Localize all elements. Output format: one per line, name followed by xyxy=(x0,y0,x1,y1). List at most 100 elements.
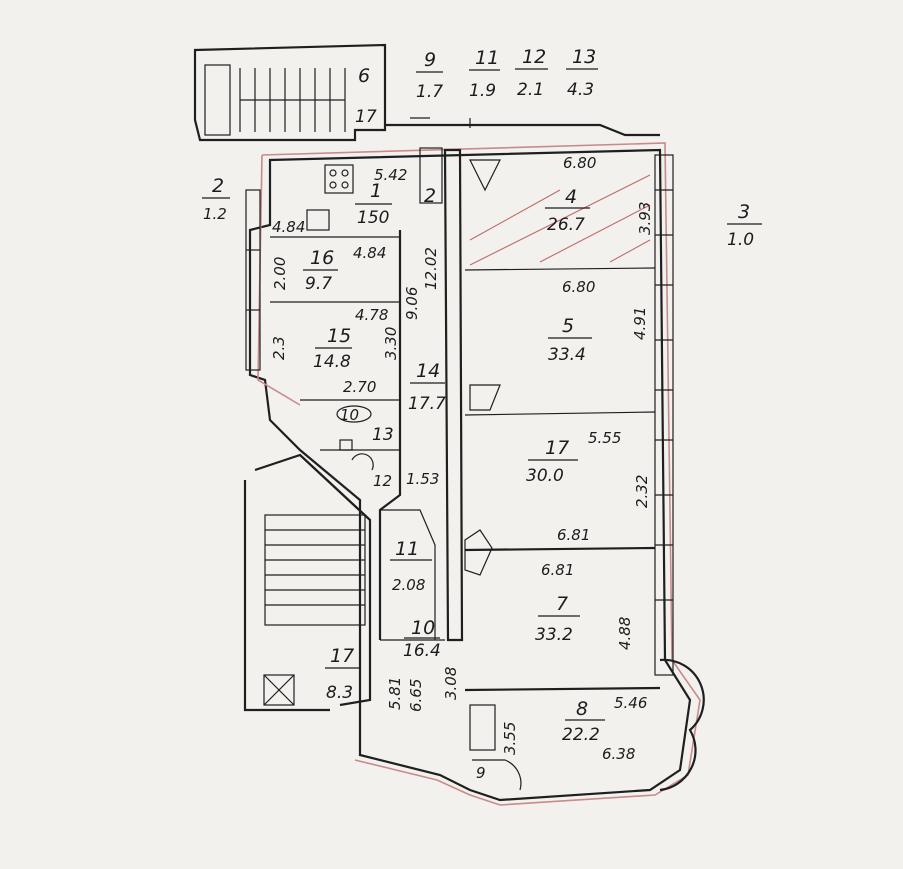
svg-text:33.2: 33.2 xyxy=(535,625,573,645)
room-2-label: 2 xyxy=(424,185,436,207)
dim-6-80-top: 6.80 xyxy=(563,154,596,172)
svg-text:4: 4 xyxy=(565,186,577,208)
room-17b-label: 17 8.3 xyxy=(325,645,360,703)
room-17a-label: 17 30.0 xyxy=(526,437,578,486)
dim-2-3: 2.3 xyxy=(270,336,288,360)
dim-5-46: 5.46 xyxy=(614,694,647,712)
dim-5-81: 5.81 xyxy=(386,677,404,710)
svg-text:2: 2 xyxy=(212,175,224,197)
hatched-room-4 xyxy=(469,174,651,266)
dim-3-93: 3.93 xyxy=(636,202,654,235)
dim-6-38: 6.38 xyxy=(602,745,635,763)
svg-text:9: 9 xyxy=(424,49,436,71)
svg-text:8.3: 8.3 xyxy=(326,683,353,703)
svg-text:13: 13 xyxy=(572,46,596,68)
outside-label-top-12: 12 2.1 xyxy=(515,46,548,100)
dim-4-88: 4.88 xyxy=(616,617,634,650)
room-4-label: 4 26.7 xyxy=(545,186,590,235)
small-label-9: 9 xyxy=(476,764,486,782)
dim-6-80-mid: 6.80 xyxy=(562,278,595,296)
svg-text:16.4: 16.4 xyxy=(403,641,441,661)
dim-2-32: 2.32 xyxy=(633,475,651,508)
dim-4-78: 4.78 xyxy=(355,306,388,324)
outer-walls xyxy=(248,142,701,806)
svg-text:9.7: 9.7 xyxy=(305,274,332,294)
room-6-label: 6 17 xyxy=(355,65,377,127)
dim-6-65: 6.65 xyxy=(407,679,425,712)
room-15-label: 15 14.8 xyxy=(313,325,352,372)
outside-label-top-9: 9 1.7 xyxy=(416,49,443,102)
fixtures xyxy=(306,147,705,792)
svg-text:17: 17 xyxy=(355,107,377,127)
top-strip xyxy=(385,117,660,137)
svg-text:3: 3 xyxy=(738,201,750,223)
svg-text:14: 14 xyxy=(416,360,440,382)
dim-12-02: 12.02 xyxy=(422,247,440,290)
svg-text:22.2: 22.2 xyxy=(562,725,600,745)
room-11-label: 11 2.08 xyxy=(390,538,432,594)
right-windows xyxy=(654,154,674,676)
small-label-13: 13 xyxy=(372,425,394,445)
room-10-label: 10 16.4 xyxy=(403,617,441,661)
bottom-staircase xyxy=(243,453,371,712)
outside-label-right-3: 3 1.0 xyxy=(727,201,762,250)
svg-text:17: 17 xyxy=(330,645,354,667)
svg-text:2.1: 2.1 xyxy=(517,80,544,100)
svg-text:1.9: 1.9 xyxy=(469,81,496,101)
outside-label-top-13: 13 4.3 xyxy=(566,46,598,100)
outside-label-left-2: 2 1.2 xyxy=(202,175,230,223)
svg-text:33.4: 33.4 xyxy=(548,345,586,365)
svg-text:6: 6 xyxy=(358,65,370,87)
dim-2-70: 2.70 xyxy=(343,378,376,396)
svg-text:12: 12 xyxy=(522,46,546,68)
dim-4-84-b: 4.84 xyxy=(353,244,386,262)
svg-text:2.08: 2.08 xyxy=(392,576,425,594)
dim-6-81-b: 6.81 xyxy=(541,561,574,579)
svg-text:5: 5 xyxy=(562,315,574,337)
svg-text:150: 150 xyxy=(357,208,389,228)
svg-text:17.7: 17.7 xyxy=(408,394,446,414)
dim-4-84-a: 4.84 xyxy=(272,218,305,236)
room-7-label: 7 33.2 xyxy=(535,593,580,645)
outside-label-top-11: 11 1.9 xyxy=(469,47,500,101)
small-label-10-ring xyxy=(336,405,372,423)
dim-3-08: 3.08 xyxy=(442,667,460,700)
svg-text:17: 17 xyxy=(545,437,569,459)
svg-text:1.7: 1.7 xyxy=(416,82,443,102)
svg-text:7: 7 xyxy=(556,593,568,615)
svg-text:11: 11 xyxy=(395,538,419,560)
svg-text:1: 1 xyxy=(370,180,382,202)
small-label-10: 10 xyxy=(340,406,359,424)
room-8-label: 8 22.2 xyxy=(562,698,605,745)
svg-text:15: 15 xyxy=(327,325,351,347)
svg-text:30.0: 30.0 xyxy=(526,466,564,486)
dim-2-00: 2.00 xyxy=(271,257,289,290)
svg-text:4.3: 4.3 xyxy=(567,80,594,100)
room-5-label: 5 33.4 xyxy=(548,315,592,365)
left-windows xyxy=(245,189,261,371)
svg-text:26.7: 26.7 xyxy=(547,215,585,235)
svg-text:1.2: 1.2 xyxy=(203,205,227,223)
room-14-label: 14 17.7 xyxy=(408,360,446,414)
svg-text:11: 11 xyxy=(475,47,499,69)
svg-text:16: 16 xyxy=(310,247,334,269)
room-1-label: 1 150 xyxy=(355,180,392,228)
dim-1-53: 1.53 xyxy=(406,470,439,488)
room-16-label: 16 9.7 xyxy=(303,247,338,294)
dim-5-55: 5.55 xyxy=(588,429,621,447)
dim-6-81-a: 6.81 xyxy=(557,526,590,544)
dim-3-55: 3.55 xyxy=(501,722,519,755)
svg-text:14.8: 14.8 xyxy=(313,352,351,372)
top-staircase xyxy=(193,43,387,142)
svg-text:2: 2 xyxy=(424,185,436,207)
dim-4-91: 4.91 xyxy=(631,307,649,340)
svg-text:8: 8 xyxy=(576,698,588,720)
dim-3-30: 3.30 xyxy=(382,327,400,360)
small-label-12: 12 xyxy=(373,472,392,490)
dim-9-06: 9.06 xyxy=(403,287,421,320)
dim-5-42: 5.42 xyxy=(374,166,407,184)
svg-text:1.0: 1.0 xyxy=(727,230,754,250)
svg-text:10: 10 xyxy=(411,617,435,639)
